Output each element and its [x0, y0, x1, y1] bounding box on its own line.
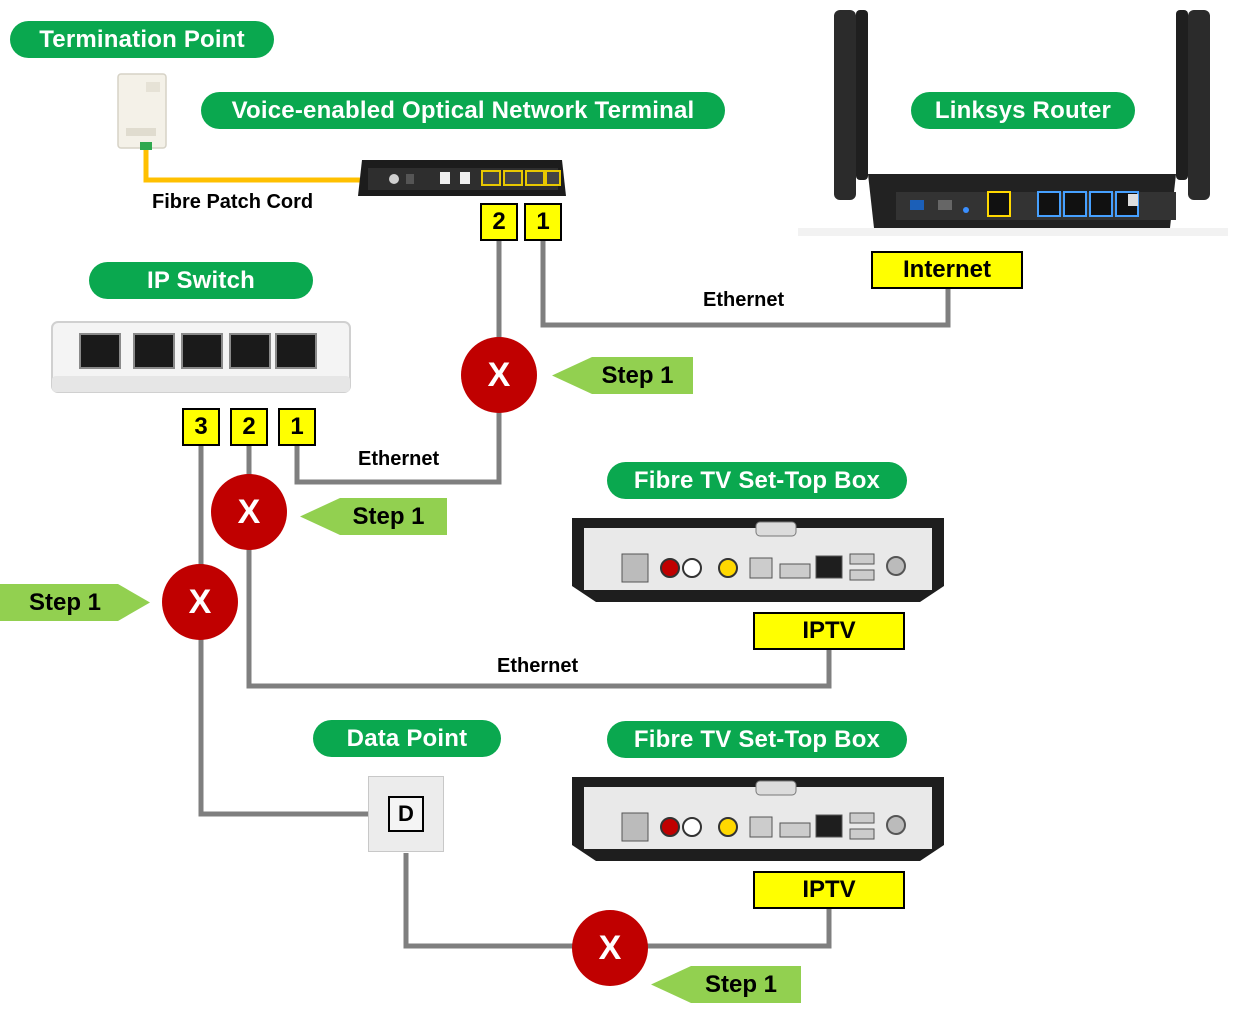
ethernet-label-switch: Ethernet [358, 448, 440, 470]
termination-point-title: Termination Point [10, 21, 274, 58]
iptv-port-tag-1: IPTV [753, 612, 905, 650]
disconnect-mark-datapoint-stb: X [572, 910, 648, 986]
fibre-patch-cord-label: Fibre Patch Cord [152, 191, 314, 213]
ethernet-label-stb: Ethernet [497, 655, 579, 677]
disconnect-mark-ont-switch: X [461, 337, 537, 413]
stb-2-title: Fibre TV Set-Top Box [607, 721, 907, 758]
switch-port-1: 1 [278, 408, 316, 446]
ont-port-1: 1 [524, 203, 562, 241]
fibre-patch-cord-line [143, 148, 360, 183]
ip-switch-title: IP Switch [89, 262, 313, 299]
switch-port-3: 3 [182, 408, 220, 446]
ip-switch-device [51, 321, 351, 393]
internet-port-tag: Internet [871, 251, 1023, 289]
data-point-title: Data Point [313, 720, 501, 757]
router-title: Linksys Router [911, 92, 1135, 129]
stb-1-title: Fibre TV Set-Top Box [607, 462, 907, 499]
ont-title: Voice-enabled Optical Network Terminal [201, 92, 725, 129]
ont-port-2: 2 [480, 203, 518, 241]
termination-point-device [117, 73, 167, 150]
switch-port-2: 2 [230, 408, 268, 446]
disconnect-mark-switch-stb: X [211, 474, 287, 550]
set-top-box-1-device [572, 518, 944, 602]
step-1-arrow-switch: Step 1 [300, 498, 447, 535]
ont-device [358, 160, 566, 196]
set-top-box-2-device [572, 777, 944, 861]
step-1-arrow-left: Step 1 [0, 584, 150, 621]
iptv-port-tag-2: IPTV [753, 871, 905, 909]
ethernet-ont-to-router [540, 241, 951, 328]
router-device [798, 10, 1228, 236]
disconnect-mark-switch-datapoint: X [162, 564, 238, 640]
ethernet-switch-to-stb1 [246, 446, 832, 689]
data-point-plate: D [368, 776, 444, 852]
ethernet-label-router: Ethernet [703, 289, 785, 311]
data-point-socket: D [388, 796, 424, 832]
